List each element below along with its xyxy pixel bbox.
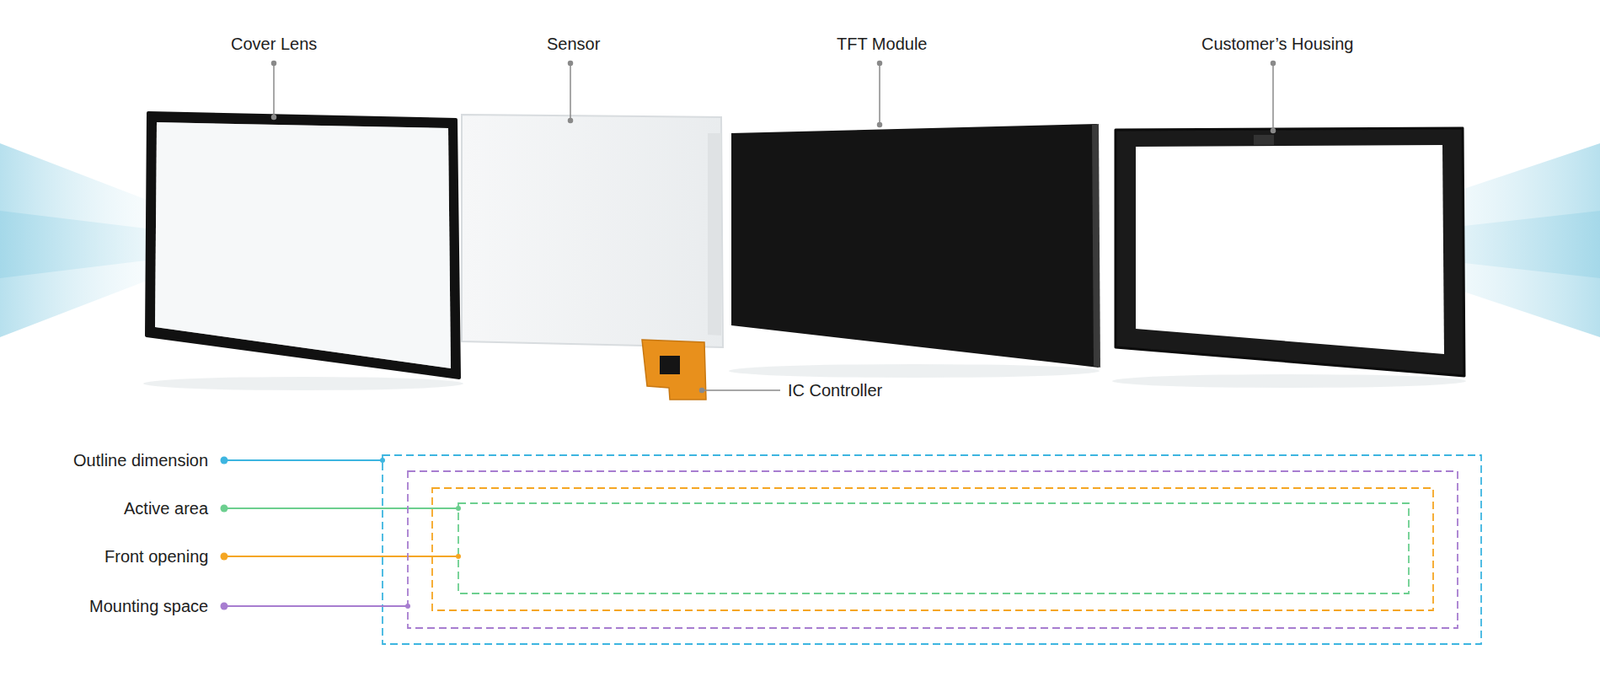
housing-frame xyxy=(1115,128,1465,376)
leader-dot xyxy=(877,123,883,128)
callout-label: IC Controller xyxy=(787,379,883,401)
shadow xyxy=(1112,374,1467,388)
cover-lens xyxy=(146,112,460,378)
leader-dot xyxy=(568,61,573,66)
leader-end-dot xyxy=(455,553,461,559)
ic-chip xyxy=(659,355,680,375)
legend-text: Mounting space xyxy=(89,595,209,616)
legend-text: Active area xyxy=(123,497,209,519)
legend-swatch xyxy=(220,456,229,465)
legend-leader xyxy=(224,604,408,607)
legend-swatch xyxy=(220,602,229,611)
legend-leader xyxy=(224,555,459,557)
leader-dot xyxy=(272,115,277,120)
tft-module xyxy=(731,123,1099,368)
shadow xyxy=(728,363,1100,378)
cover-lens-reflection xyxy=(155,122,451,369)
legend-leader xyxy=(224,459,383,461)
legend-leader xyxy=(224,507,459,509)
cover-lens-glass xyxy=(155,122,451,369)
part-label: Cover Lens xyxy=(230,33,317,54)
dimension-frame xyxy=(458,503,1409,594)
leader-end-dot xyxy=(405,603,411,609)
leader-line xyxy=(701,389,781,391)
dimension-frame xyxy=(382,454,1482,644)
leader-dot xyxy=(1271,128,1276,134)
leader-line xyxy=(569,63,572,121)
part-label: Customer’s Housing xyxy=(1201,33,1354,54)
leader-end-dot xyxy=(455,505,461,511)
legend-swatch xyxy=(220,504,229,513)
legend-swatch xyxy=(220,552,229,561)
leader-line xyxy=(878,63,881,125)
leader-dot xyxy=(1271,61,1276,66)
legend-text: Outline dimension xyxy=(73,449,209,471)
legend-text: Front opening xyxy=(104,545,209,567)
dimension-frame xyxy=(432,487,1434,611)
leader-end-dot xyxy=(379,457,386,463)
ic-flex xyxy=(642,339,707,400)
leader-dot xyxy=(877,61,883,66)
leader-line xyxy=(1272,63,1274,131)
shadow xyxy=(143,376,464,391)
part-label: Sensor xyxy=(546,33,600,54)
housing-tab xyxy=(1253,134,1274,145)
part-label: TFT Module xyxy=(836,33,927,54)
dimension-frame xyxy=(407,470,1458,628)
housing-opening xyxy=(1135,144,1445,354)
leader-line xyxy=(272,63,275,118)
leader-dot xyxy=(568,118,573,124)
leader-dot xyxy=(272,61,277,66)
tft-edge xyxy=(1091,123,1101,368)
leader-dot xyxy=(700,388,705,393)
sensor-strip xyxy=(707,133,722,336)
sensor-panel xyxy=(461,114,723,348)
